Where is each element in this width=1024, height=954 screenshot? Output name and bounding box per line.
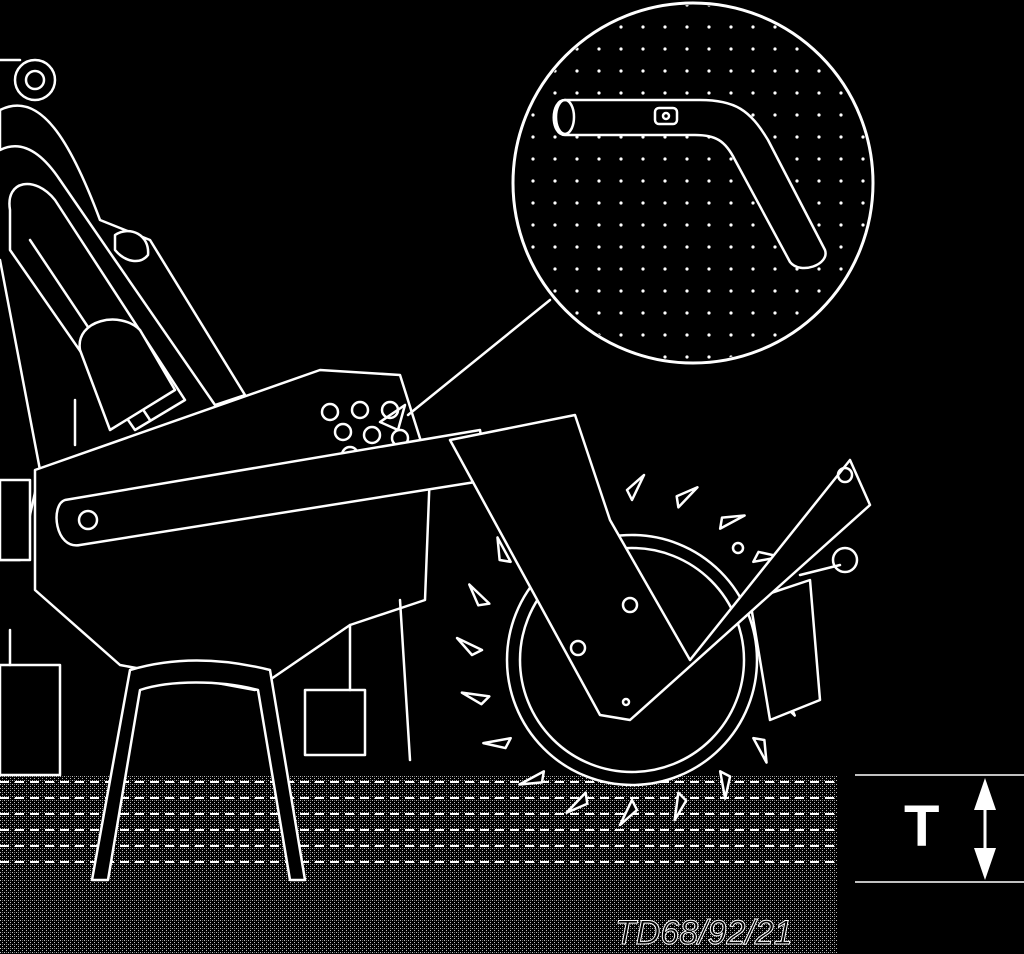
support-arm-icon — [448, 413, 872, 722]
depth-arrow-icon — [974, 778, 996, 880]
depth-label: T — [904, 794, 939, 859]
tie-bar — [55, 428, 490, 547]
detail-leader-line — [406, 298, 552, 417]
pin-detail-icon — [511, 1, 875, 365]
tine-icon — [90, 659, 307, 882]
gearbox-housing-icon — [33, 368, 432, 762]
frame-arm-icon — [0, 58, 247, 407]
soil-ground — [0, 775, 838, 954]
figure-code: TD68/92/21 — [615, 914, 793, 952]
rotor-side-housing — [748, 546, 859, 722]
left-frame — [0, 398, 77, 777]
depth-indicator: T — [855, 774, 1024, 883]
